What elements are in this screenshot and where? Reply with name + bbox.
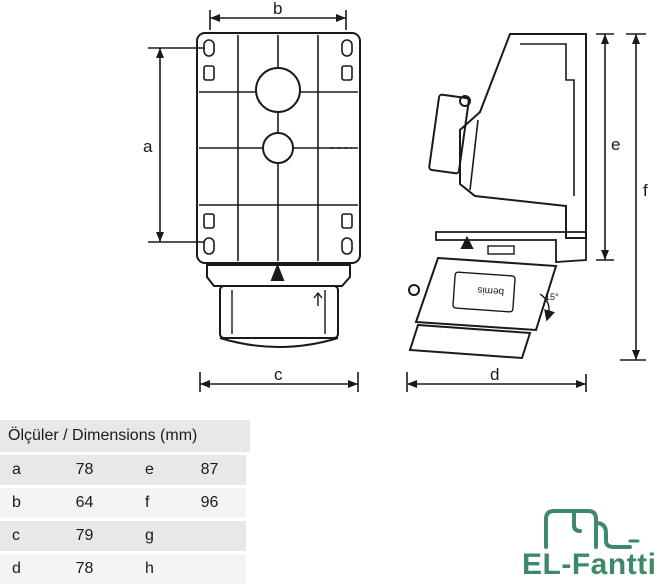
side-hinge-cover [428,93,470,175]
side-socket [414,256,558,332]
cable-entry-hole-large [255,67,301,113]
dim-value [173,554,246,584]
side-pivot [459,95,471,107]
label-d: d [490,365,499,384]
label-f: f [643,181,648,200]
dim-key: g [127,521,173,551]
brand-mark: bemis [477,284,504,297]
dim-value: 78 [42,554,127,584]
dim-value: 64 [42,488,127,518]
dimension-lines [148,10,646,392]
dim-value: 79 [42,521,127,551]
elephant-plug-logo-icon [544,509,640,549]
front-triangle-mark [270,263,285,281]
dim-key: h [127,554,173,584]
cable-entry-hole-small [262,132,294,164]
dim-key: b [0,488,42,518]
dim-value: 87 [173,455,246,485]
side-lid [408,323,532,360]
table-row: b 64 f 96 [0,488,250,518]
table-row: d 78 h [0,554,250,584]
label-angle: 15° [545,292,559,302]
dim-value [173,521,246,551]
technical-drawing: b a c d e f 15° bemis [143,0,648,392]
label-b: b [273,0,282,18]
dim-key: c [0,521,42,551]
dim-value: 78 [42,455,127,485]
table-row: a 78 e 87 [0,455,250,485]
dim-key: e [127,455,173,485]
label-e: e [611,135,620,154]
front-back-plate [196,32,361,264]
brand-logo-text: EL-Fantti [522,548,657,581]
front-socket-body [219,285,339,339]
dim-key: f [127,488,173,518]
table-header: Ölçüler / Dimensions (mm) [0,420,250,452]
dimensions-table: Ölçüler / Dimensions (mm) a 78 e 87 b 64… [0,420,250,584]
dim-key: d [0,554,42,584]
label-c: c [274,365,283,384]
dim-key: a [0,455,42,485]
up-arrow-icon [313,291,323,306]
mounting-slots [203,39,353,255]
table-row: c 79 g [0,521,250,551]
dim-value: 96 [173,488,246,518]
side-housing [459,33,587,239]
front-socket-rim [219,337,339,348]
front-shoulder [206,264,351,287]
dimension-arrowheads [156,14,640,388]
label-a: a [143,137,153,156]
